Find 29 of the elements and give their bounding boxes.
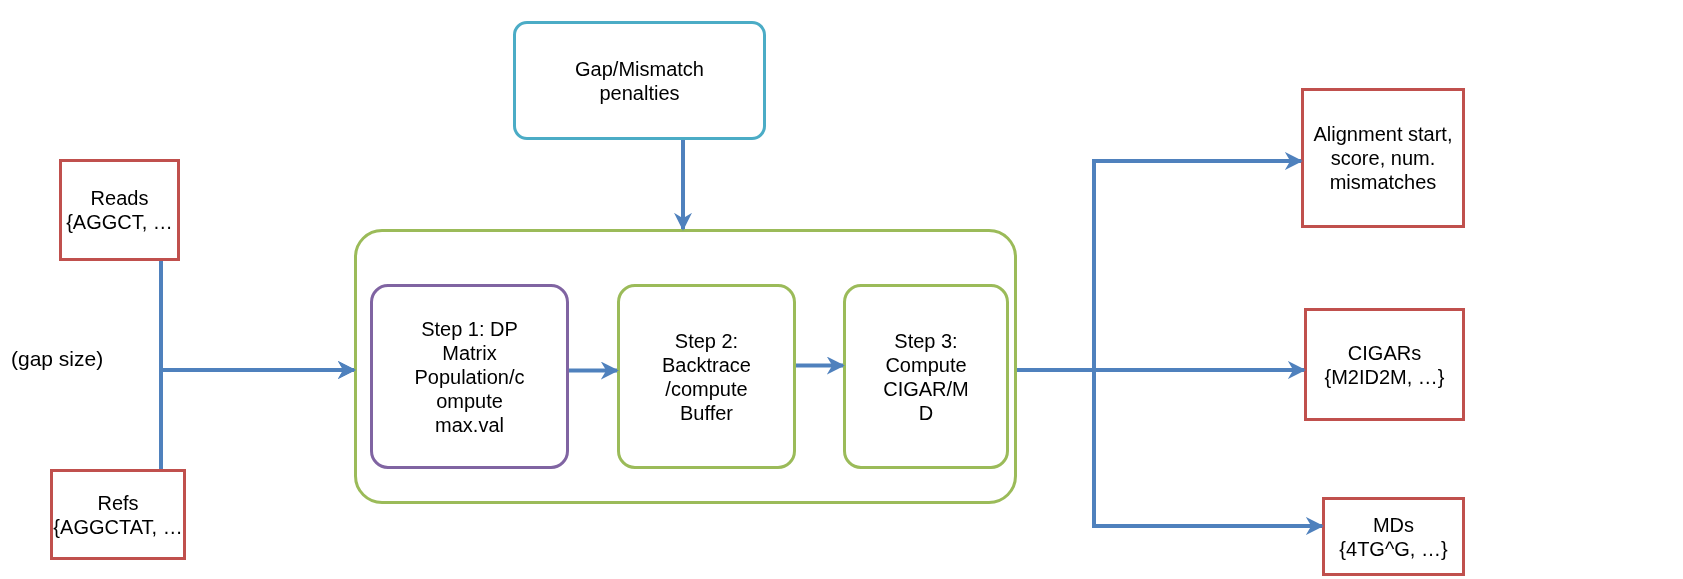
node-text: Refs bbox=[97, 490, 139, 515]
node-text: Step 1: DP Matrix Population/c ompute max.val bbox=[413, 316, 526, 437]
process-container bbox=[354, 229, 1017, 504]
output-box bbox=[1304, 308, 1465, 421]
arrow bbox=[569, 361, 619, 380]
node-text: {M2ID2M, …} bbox=[1324, 364, 1445, 389]
node-text: Reads bbox=[90, 186, 149, 210]
arrow bbox=[674, 140, 692, 231]
step-box bbox=[843, 284, 1009, 469]
node-text: {AGGCT, … bbox=[66, 210, 173, 234]
node-text: CIGARs bbox=[1347, 340, 1422, 365]
input-box bbox=[59, 159, 180, 261]
step-box bbox=[617, 284, 796, 469]
output-box bbox=[1322, 497, 1465, 576]
node-text: Step 3: Compute CIGAR/M D bbox=[882, 328, 970, 425]
arrow bbox=[796, 356, 845, 375]
step-box bbox=[370, 284, 569, 469]
node-text: {4TG^G, …} bbox=[1339, 536, 1448, 561]
annotation-text: (gap size) bbox=[11, 347, 104, 371]
output-box bbox=[1301, 88, 1465, 228]
node-text: MDs bbox=[1372, 512, 1415, 537]
parameter-box bbox=[513, 21, 766, 140]
node-text: Step 2: Backtrace /compute Buffer bbox=[661, 328, 752, 425]
arrow bbox=[1017, 368, 1324, 535]
input-box bbox=[50, 469, 186, 560]
node-text: Alignment start, score, num. mismatches bbox=[1312, 122, 1454, 194]
node-text: {AGGCTAT, … bbox=[53, 514, 183, 539]
node-text: Gap/Mismatch penalties bbox=[574, 56, 705, 105]
arrow bbox=[159, 361, 356, 469]
